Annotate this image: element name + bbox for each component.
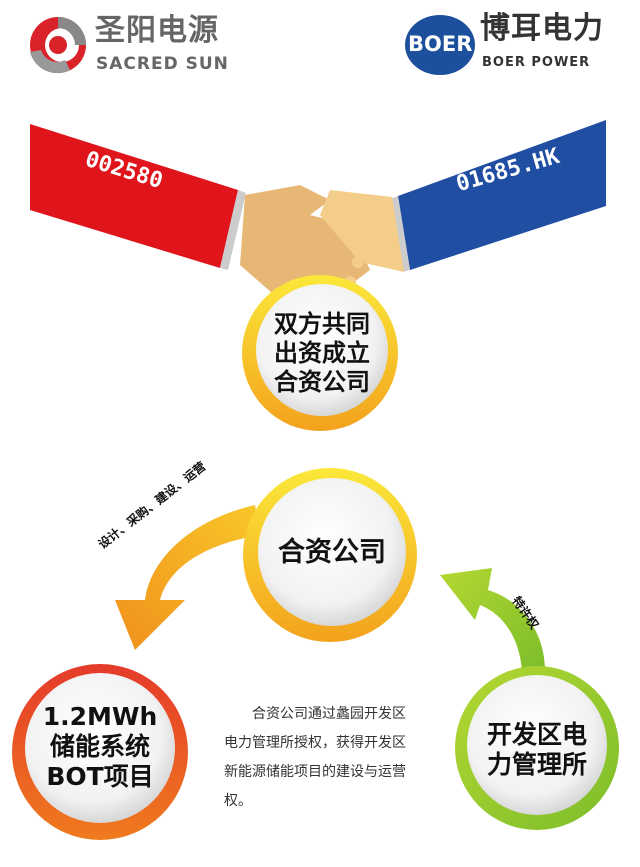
circle-right-text: 开发区电 力管理所: [472, 720, 602, 780]
circle-middle-ring: [243, 468, 417, 642]
sacred-sun-name-en: SACRED SUN: [96, 54, 229, 74]
red-cuff: [220, 190, 246, 270]
boer-name-cn: 博耳电力: [480, 11, 604, 46]
circle-left-ring: [12, 664, 188, 840]
boer-badge-text: BOER: [408, 32, 473, 56]
circle-left-line: 储能系统: [49, 732, 150, 761]
circle-top-line: 双方共同: [274, 310, 370, 338]
green-arrow: [440, 568, 545, 672]
circle-right-ring: [455, 666, 619, 830]
handshake-icon: [240, 185, 404, 306]
circle-top-line: 出资成立: [274, 338, 370, 367]
sacred-sun-name-cn: 圣阳电源: [95, 13, 219, 48]
red-sleeve: [30, 124, 238, 268]
circle-top-text: 双方共同 出资成立 合资公司: [262, 310, 382, 396]
circle-left-line: BOT项目: [46, 762, 154, 791]
orange-arrow: [115, 505, 260, 650]
circle-middle-text: 合资公司: [278, 537, 386, 568]
circle-left-text: 1.2MWh 储能系统 BOT项目: [30, 702, 170, 792]
boer-name-en: BOER POWER: [482, 55, 591, 70]
circle-top-line: 合资公司: [274, 367, 370, 396]
sacred-sun-logo-icon: [30, 17, 86, 74]
boer-logo-badge: [405, 15, 475, 75]
blue-cuff: [390, 196, 410, 272]
description-text: 合资公司通过蠡园开发区电力管理所授权，获得开发区新能源储能项目的建设与运营权。: [224, 706, 406, 809]
circle-top-ring: [242, 275, 398, 431]
circle-right-line: 力管理所: [486, 750, 587, 779]
blue-sleeve: [398, 120, 606, 270]
circle-right-line: 开发区电: [486, 720, 587, 749]
circle-left-line: 1.2MWh: [42, 702, 158, 731]
